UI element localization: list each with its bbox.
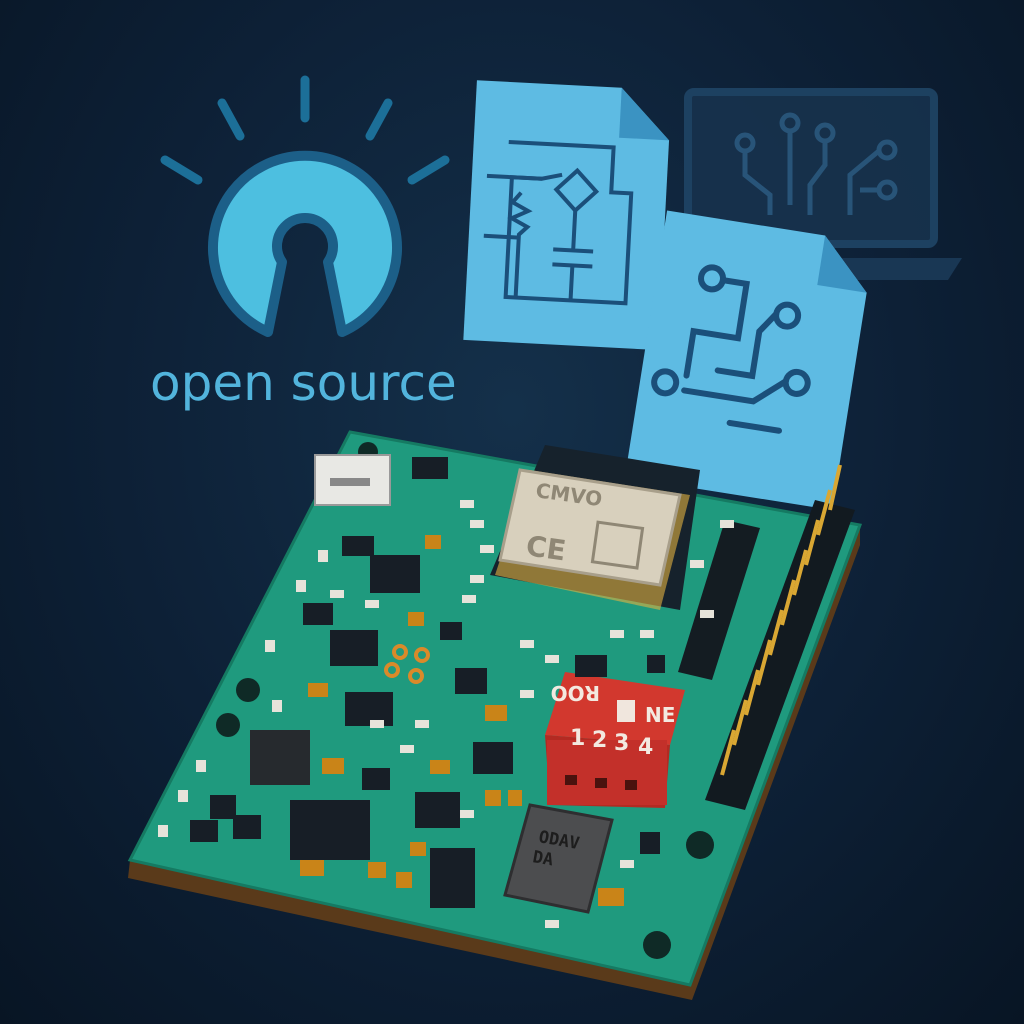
dip-number-3: 3 [614,731,629,756]
qr-code-icon [590,520,645,570]
vias [384,644,430,684]
ce-mark: CE [524,529,568,567]
capacitors [300,535,624,906]
resistors [158,500,734,928]
ic-components [190,457,665,908]
circuit-board: CMVO CE ROO NE 1 2 3 [127,430,863,1000]
dip-label-left: ROO [551,681,600,705]
dip-number-1: 1 [570,726,585,751]
dip-number-2: 2 [592,728,607,753]
dip-number-4: 4 [638,735,653,760]
keyhole-ring-icon [208,150,402,337]
usb-connector [314,454,391,506]
logo-text: open source [150,354,457,412]
light-rays-icon [160,75,450,185]
chip-line-2: DA [531,847,555,870]
pin-header [705,464,855,810]
open-source-logo: open source [150,75,457,412]
pcb-layout-document-icon [624,210,867,511]
wifi-module: CMVO CE [490,445,700,610]
ic-long [678,520,760,680]
dip-switch: ROO NE 1 2 3 4 [545,672,685,808]
inductor-chip: ODAV DA [503,803,614,914]
dip-toggle [617,700,635,722]
dip-label-right: NE [645,703,675,727]
schematic-document-icon [463,80,670,351]
